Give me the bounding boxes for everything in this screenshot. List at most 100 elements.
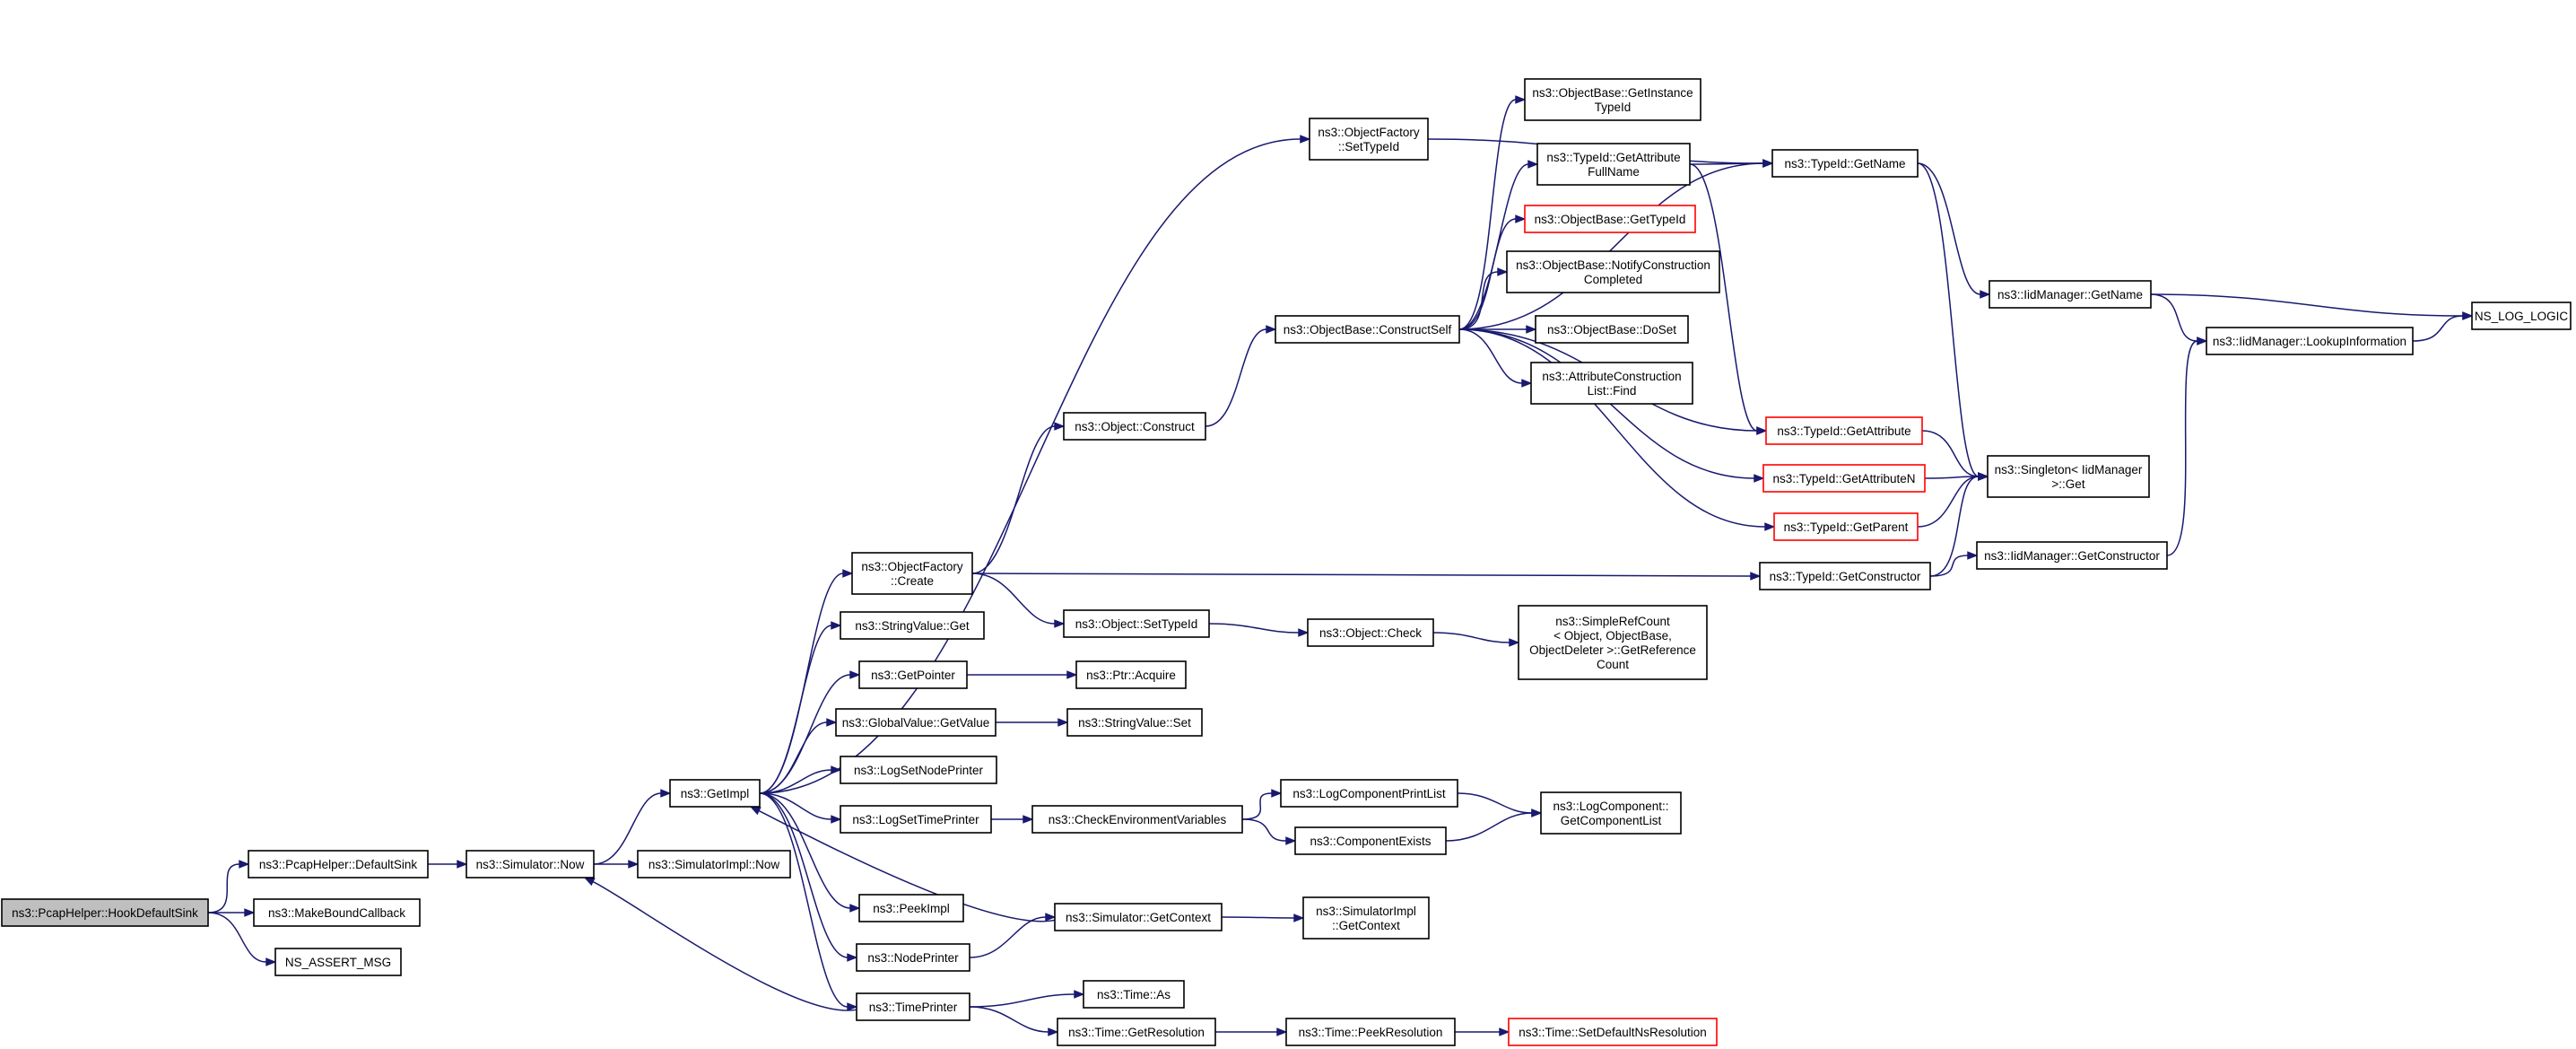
node-stringget[interactable]: ns3::StringValue::Get	[840, 611, 985, 640]
node-objsettypeid[interactable]: ns3::Object::SetTypeId	[1063, 609, 1210, 638]
node-box[interactable]	[466, 850, 595, 879]
node-box[interactable]	[1063, 609, 1210, 638]
node-simplerefcount[interactable]: ns3::SimpleRefCount< Object, ObjectBase,…	[1518, 605, 1708, 680]
node-box[interactable]	[1773, 512, 1919, 541]
node-box[interactable]	[1066, 708, 1203, 737]
node-logsetnode[interactable]: ns3::LogSetNodePrinter	[840, 756, 997, 784]
node-nsassert[interactable]: NS_ASSERT_MSG	[274, 948, 402, 976]
node-box[interactable]	[1771, 149, 1919, 178]
node-tidgetattrn[interactable]: ns3::TypeId::GetAttributeN	[1762, 464, 1926, 493]
node-box[interactable]	[1075, 660, 1187, 689]
node-timegetres[interactable]: ns3::Time::GetResolution	[1057, 1018, 1216, 1046]
node-box[interactable]	[856, 943, 970, 972]
node-box[interactable]	[2471, 302, 2572, 330]
node-box[interactable]	[2206, 327, 2414, 355]
node-box[interactable]	[274, 948, 402, 976]
node-logsettime[interactable]: ns3::LogSetTimePrinter	[840, 805, 992, 834]
node-timesetdefault[interactable]: ns3::Time::SetDefaultNsResolution	[1508, 1018, 1718, 1046]
node-box[interactable]	[856, 992, 970, 1021]
node-singletonget[interactable]: ns3::Singleton< IidManager >::Get	[1987, 455, 2150, 498]
node-box[interactable]	[858, 894, 964, 922]
node-objconstruct[interactable]: ns3::Object::Construct	[1063, 412, 1206, 441]
node-box[interactable]	[1294, 826, 1447, 855]
node-box[interactable]	[248, 850, 429, 879]
node-tidgetattr[interactable]: ns3::TypeId::GetAttribute	[1765, 416, 1923, 445]
node-box[interactable]	[1536, 143, 1691, 186]
node-peekimpl[interactable]: ns3::PeekImpl	[858, 894, 964, 922]
node-simimplgetctx[interactable]: ns3::SimulatorImpl::GetContext	[1302, 896, 1430, 940]
node-box[interactable]	[840, 805, 992, 834]
node-stringset[interactable]: ns3::StringValue::Set	[1066, 708, 1203, 737]
node-ptracquire[interactable]: ns3::Ptr::Acquire	[1075, 660, 1187, 689]
node-box[interactable]	[1535, 315, 1689, 344]
node-box[interactable]	[1285, 1018, 1456, 1046]
node-box[interactable]	[1518, 605, 1708, 680]
node-box[interactable]	[1, 898, 209, 927]
node-ofsettypeid[interactable]: ns3::ObjectFactory::SetTypeId	[1309, 118, 1429, 161]
node-box[interactable]	[253, 898, 421, 927]
node-nodeprinter[interactable]: ns3::NodePrinter	[856, 943, 970, 972]
node-getimpl[interactable]: ns3::GetImpl	[669, 779, 761, 808]
node-box[interactable]	[1309, 118, 1429, 161]
node-obnotify[interactable]: ns3::ObjectBase::NotifyConstructionCompl…	[1506, 250, 1720, 293]
node-box[interactable]	[1506, 250, 1720, 293]
node-box[interactable]	[840, 611, 985, 640]
node-iidgetname[interactable]: ns3::IidManager::GetName	[1989, 280, 2152, 309]
node-box[interactable]	[1530, 362, 1693, 405]
node-box[interactable]	[1280, 779, 1458, 808]
node-makebound[interactable]: ns3::MakeBoundCallback	[253, 898, 421, 927]
node-box[interactable]	[1987, 455, 2150, 498]
node-obgettypeid[interactable]: ns3::ObjectBase::GetTypeId	[1524, 205, 1696, 233]
node-box[interactable]	[1031, 805, 1243, 834]
node-box[interactable]	[637, 850, 791, 879]
node-objcheck[interactable]: ns3::Object::Check	[1307, 618, 1434, 647]
node-box[interactable]	[1524, 205, 1696, 233]
node-compexists[interactable]: ns3::ComponentExists	[1294, 826, 1447, 855]
node-timeas[interactable]: ns3::Time::As	[1083, 980, 1185, 1009]
node-box[interactable]	[1063, 412, 1206, 441]
node-box[interactable]	[1524, 78, 1701, 121]
node-box[interactable]	[1083, 980, 1185, 1009]
node-box[interactable]	[1540, 791, 1682, 835]
node-box[interactable]	[840, 756, 997, 784]
node-timeprinter[interactable]: ns3::TimePrinter	[856, 992, 970, 1021]
node-box[interactable]	[858, 660, 968, 689]
node-box[interactable]	[1762, 464, 1926, 493]
node-box[interactable]	[835, 708, 996, 737]
node-simimplnow[interactable]: ns3::SimulatorImpl::Now	[637, 850, 791, 879]
node-nslog[interactable]: NS_LOG_LOGIC	[2471, 302, 2572, 330]
node-box[interactable]	[1508, 1018, 1718, 1046]
node-gvgetvalue[interactable]: ns3::GlobalValue::GetValue	[835, 708, 996, 737]
node-defaultsink[interactable]: ns3::PcapHelper::DefaultSink	[248, 850, 429, 879]
node-box[interactable]	[851, 552, 973, 595]
node-getpointer[interactable]: ns3::GetPointer	[858, 660, 968, 689]
node-box[interactable]	[1989, 280, 2152, 309]
node-box[interactable]	[1759, 562, 1931, 590]
node-simnow[interactable]: ns3::Simulator::Now	[466, 850, 595, 879]
node-box[interactable]	[1275, 315, 1460, 344]
node-tidgetname[interactable]: ns3::TypeId::GetName	[1771, 149, 1919, 178]
node-box[interactable]	[1307, 618, 1434, 647]
node-logcompprint[interactable]: ns3::LogComponentPrintList	[1280, 779, 1458, 808]
node-box[interactable]	[1054, 903, 1223, 931]
node-tidgetparent[interactable]: ns3::TypeId::GetParent	[1773, 512, 1919, 541]
node-iidlookup[interactable]: ns3::IidManager::LookupInformation	[2206, 327, 2414, 355]
node-checkenv[interactable]: ns3::CheckEnvironmentVariables	[1031, 805, 1243, 834]
node-root[interactable]: ns3::PcapHelper::HookDefaultSink	[1, 898, 209, 927]
node-box[interactable]	[1302, 896, 1430, 940]
node-obconstructself[interactable]: ns3::ObjectBase::ConstructSelf	[1275, 315, 1460, 344]
node-logcompget[interactable]: ns3::LogComponent::GetComponentList	[1540, 791, 1682, 835]
node-box[interactable]	[669, 779, 761, 808]
node-simgetcontext[interactable]: ns3::Simulator::GetContext	[1054, 903, 1223, 931]
node-timepeekres[interactable]: ns3::Time::PeekResolution	[1285, 1018, 1456, 1046]
node-box[interactable]	[1976, 541, 2168, 570]
node-ofcreate[interactable]: ns3::ObjectFactory::Create	[851, 552, 973, 595]
node-tidgetctor[interactable]: ns3::TypeId::GetConstructor	[1759, 562, 1931, 590]
node-obdoset[interactable]: ns3::ObjectBase::DoSet	[1535, 315, 1689, 344]
node-box[interactable]	[1057, 1018, 1216, 1046]
node-iidgetctor[interactable]: ns3::IidManager::GetConstructor	[1976, 541, 2168, 570]
node-box[interactable]	[1765, 416, 1923, 445]
